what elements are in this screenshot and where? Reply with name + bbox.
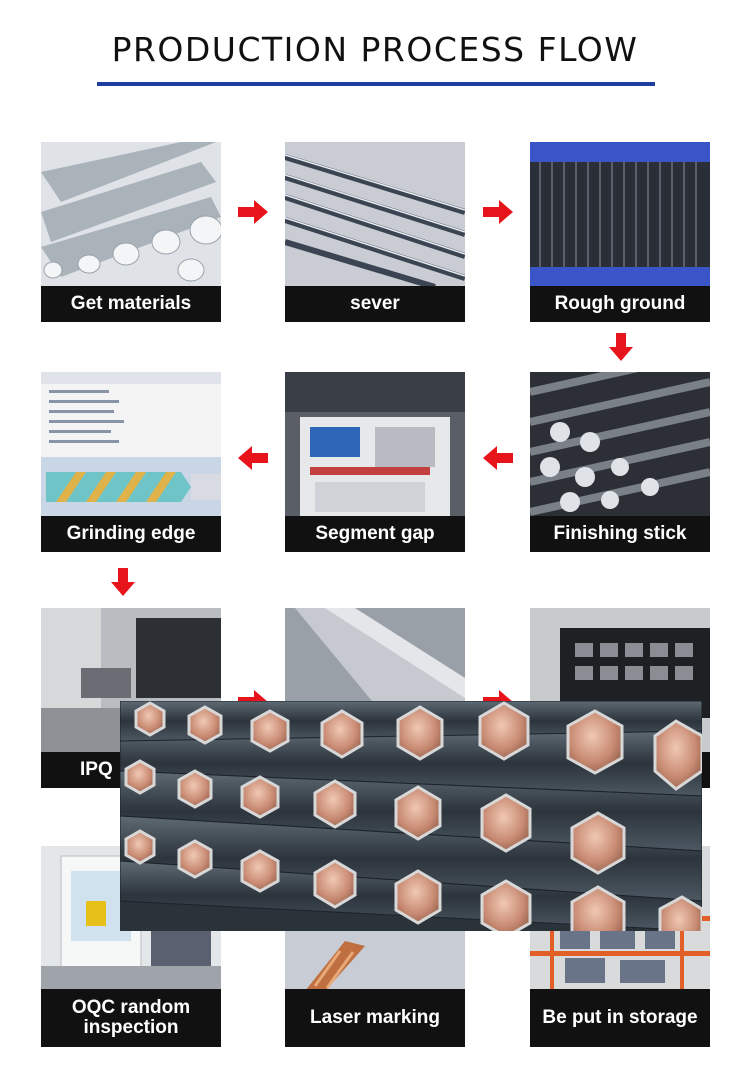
step-label: Grinding edge	[41, 516, 221, 552]
grinding-software-photo	[41, 372, 221, 517]
machine-photo	[285, 372, 465, 517]
step-segment-gap: Segment gap	[285, 372, 465, 552]
step-label: sever	[285, 286, 465, 322]
arrow-right-icon	[238, 200, 268, 224]
page-title: PRODUCTION PROCESS FLOW	[111, 30, 639, 69]
step-grinding-edge: Grinding edge	[41, 372, 221, 552]
title-underline	[97, 82, 655, 86]
ground-rods-photo	[530, 142, 710, 287]
arrow-down-icon	[609, 333, 633, 361]
steel-rods-photo	[41, 142, 221, 287]
step-label: Finishing stick	[530, 516, 710, 552]
step-label: Get materials	[41, 286, 221, 322]
step-label: OQC random inspection	[41, 989, 221, 1047]
hex-rods-image	[120, 701, 702, 931]
step-label: Be put in storage	[530, 989, 710, 1047]
arrow-right-icon	[483, 200, 513, 224]
step-label: Laser marking	[285, 989, 465, 1047]
arrow-left-icon	[238, 446, 268, 470]
step-label-line2: inspection	[83, 1017, 179, 1038]
finished-rods-photo	[530, 372, 710, 517]
cut-rods-photo	[285, 142, 465, 287]
step-rough-ground: Rough ground	[530, 142, 710, 322]
hex-rods-overlay-photo	[120, 701, 702, 931]
arrow-down-icon	[111, 568, 135, 596]
step-label-line1: OQC random	[71, 997, 191, 1018]
step-label: Segment gap	[285, 516, 465, 552]
arrow-left-icon	[483, 446, 513, 470]
step-label: Rough ground	[530, 286, 710, 322]
step-finishing-stick: Finishing stick	[530, 372, 710, 552]
step-sever: sever	[285, 142, 465, 322]
step-get-materials: Get materials	[41, 142, 221, 322]
